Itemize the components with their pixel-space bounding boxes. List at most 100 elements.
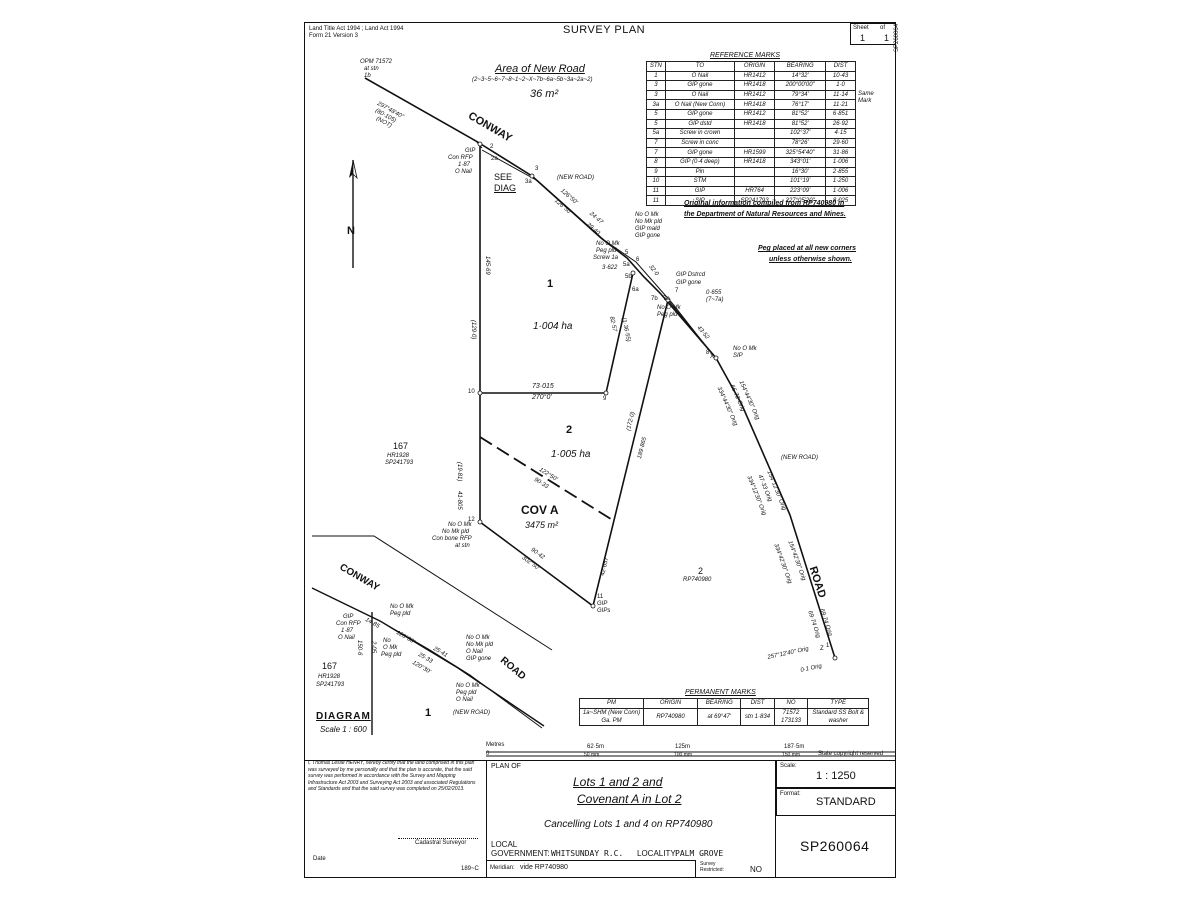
sheet-box bbox=[850, 23, 896, 45]
format-box bbox=[776, 788, 896, 816]
station-label: 10 bbox=[468, 389, 475, 395]
diagram-note-a-2: Peg pld bbox=[390, 611, 411, 617]
new-road-label-2: (NEW ROAD) bbox=[781, 455, 818, 461]
diagram-dist-f: 150·6 bbox=[356, 640, 362, 656]
dist-10-9: 73·015 bbox=[532, 383, 554, 390]
stn11-note-2: GIPs bbox=[597, 608, 611, 614]
station-label: 8 bbox=[706, 350, 710, 356]
column-header: ORIGIN bbox=[642, 698, 699, 709]
opm-ref-1: OPM 71572 bbox=[360, 59, 393, 65]
certificate-text: I, Thomas Leslie HENRY, hereby certify t… bbox=[308, 760, 476, 792]
table-cell: at 69°47' bbox=[697, 707, 742, 726]
station-label: 6a bbox=[632, 287, 639, 293]
column-header: TYPE bbox=[807, 698, 869, 709]
stn7-note-1: GIP Dstrcd bbox=[676, 272, 706, 278]
lot2-area: 1·005 ha bbox=[551, 449, 591, 460]
station-label: 3a bbox=[525, 179, 532, 185]
diagram-note-c-2: No Mk pld bbox=[466, 642, 494, 648]
station-label: 5 bbox=[625, 250, 629, 256]
peg-note-upper-1: No O Mk bbox=[635, 212, 659, 218]
plan-number: SP260064 bbox=[800, 838, 870, 854]
date-label: Date bbox=[313, 856, 326, 862]
station-label: 7b bbox=[651, 296, 658, 302]
station-label: 5b bbox=[625, 274, 632, 280]
diagram-note-e-2: O Mk bbox=[383, 645, 398, 651]
act-line-2: Form 21 Version 3 bbox=[309, 33, 359, 39]
scale-tick-mm: 50 mm bbox=[584, 752, 600, 758]
local-label: LOCAL bbox=[491, 840, 518, 849]
locality-label: LOCALITY: bbox=[637, 849, 678, 858]
opm-ref-3: 1b bbox=[364, 73, 371, 79]
scale-tick: 187·5m bbox=[784, 744, 805, 750]
diagram-note-c-1: No O Mk bbox=[466, 635, 490, 641]
lot1-label: 1 bbox=[547, 278, 554, 290]
peg-note-upper-3: GIP mald bbox=[635, 226, 660, 232]
station-label: 2 bbox=[490, 144, 494, 150]
column-header: NO bbox=[773, 698, 809, 709]
rp-lot2-ref: RP740980 bbox=[683, 577, 712, 583]
lots-line: Lots 1 and 2 and bbox=[573, 775, 663, 789]
north-arrow-icon bbox=[349, 159, 358, 268]
station-label: 1 bbox=[826, 643, 830, 649]
scale-tick: 125m bbox=[675, 744, 691, 750]
diagram-new-road: (NEW ROAD) bbox=[453, 710, 490, 716]
diagram-note-e-3: Peg pld bbox=[381, 652, 402, 658]
see-diag-1: SEE bbox=[494, 172, 513, 182]
stn2-note-1: GIP bbox=[465, 148, 476, 154]
diagram-lot167-hr: HR1928 bbox=[318, 674, 341, 680]
peg-note-upper-2: No Mk pld bbox=[635, 219, 663, 225]
government-value: WHITSUNDAY R.C. bbox=[551, 849, 624, 858]
of-label: of bbox=[880, 25, 886, 31]
bearing-10-9: 270°0' bbox=[532, 394, 552, 401]
table-cell: Standard SS Bolt & washer bbox=[807, 707, 869, 726]
table-cell: RP740980 bbox=[642, 707, 699, 726]
table-cell: stn 1·834 bbox=[740, 707, 775, 726]
station-label: X bbox=[710, 354, 715, 360]
act-line-1: Land Title Act 1994 ; Land Act 1994 bbox=[309, 26, 404, 32]
dist-3-622: 3·622 bbox=[602, 265, 618, 271]
column-header: DIST bbox=[740, 698, 775, 709]
diagram-title: DIAGRAM bbox=[316, 711, 371, 722]
table-cell: 71572 173133 bbox=[773, 707, 809, 726]
original-info-line-1: Original information compiled from RP740… bbox=[684, 200, 845, 207]
diagram-note-c-4: GIP gone bbox=[466, 656, 492, 662]
peg-note-5a-1: No O Mk bbox=[596, 241, 620, 247]
copyright: State copyright reserved bbox=[818, 751, 884, 757]
signature-line bbox=[398, 838, 478, 839]
station-label: Z bbox=[820, 646, 824, 652]
diagram-dist-g: 2·05 bbox=[370, 641, 376, 654]
dist-left-lower: 41·805 bbox=[456, 491, 462, 510]
diagram-note-a-1: No O Mk bbox=[390, 604, 414, 610]
opm-ref-2: at stn bbox=[364, 66, 379, 72]
dist-0-655: 0·655 bbox=[706, 290, 722, 296]
diagram-lot167-sp: SP241793 bbox=[316, 682, 345, 688]
diagram-note-d-2: Peg pld bbox=[456, 690, 477, 696]
format-label: Format: bbox=[780, 791, 801, 797]
diagram-note-c-3: O Nail bbox=[466, 649, 483, 655]
stnx-note-2: SIP bbox=[733, 353, 743, 359]
reference-marks-side-note-2: Mark bbox=[858, 98, 872, 104]
diagram-note-d-1: No O Mk bbox=[456, 683, 480, 689]
column-header: BEARING bbox=[697, 698, 742, 709]
peg-note-5a-2: Peg pld bbox=[596, 248, 617, 254]
cancelling-line: Cancelling Lots 1 and 4 on RP740980 bbox=[544, 819, 713, 830]
stn7-note-2: GIP gone bbox=[676, 280, 702, 286]
north-label: N bbox=[347, 225, 355, 237]
table-cell: SP241793 bbox=[734, 195, 776, 206]
reference-marks-side-note-1: Same bbox=[858, 91, 874, 97]
station-label: 5a bbox=[623, 262, 630, 268]
permanent-marks-caption: PERMANENT MARKS bbox=[685, 689, 756, 696]
diagram-note-b-4: O Nail bbox=[338, 635, 355, 641]
covenant-label: COV A bbox=[521, 503, 559, 517]
dist-west: 145·69 bbox=[484, 256, 490, 275]
meridian-value: vide RP740980 bbox=[520, 864, 568, 871]
rp-lot2-label: 2 bbox=[698, 566, 704, 576]
peg-note-5a-3: Screw 1a bbox=[593, 255, 619, 261]
diagram-note-b-3: 1·87 bbox=[341, 628, 354, 634]
station-label: 7a bbox=[663, 296, 670, 302]
new-road-sequence: (2~3~5~6~7~8~1~2~X~7b~6a~5b~3a~2a~2) bbox=[472, 77, 593, 83]
